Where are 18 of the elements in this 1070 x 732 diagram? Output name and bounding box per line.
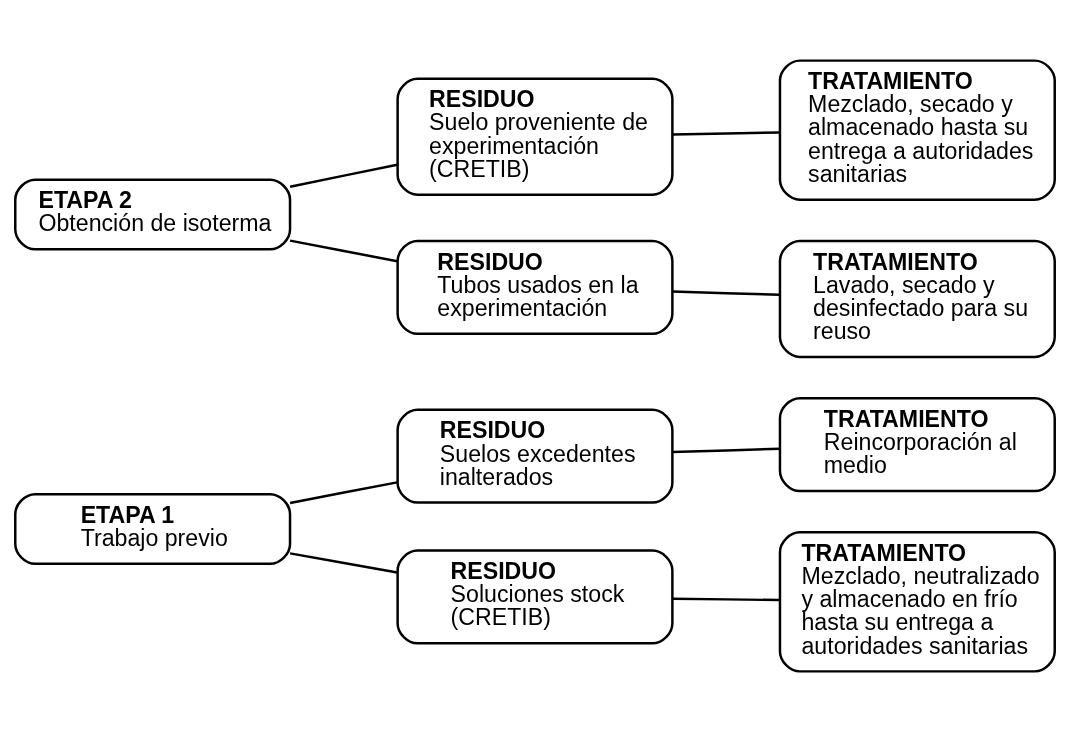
connector — [289, 552, 398, 574]
connector — [289, 163, 398, 188]
node-box: TRATAMIENTO Mezclado, secado y almacenado hasta su entrega a autoridades sanitarias — [778, 59, 1056, 201]
node-box: RESIDUO Suelos excedentes inalterados — [396, 408, 674, 504]
node-box: TRATAMIENTO Lavado, secado y desinfectado para su reuso — [778, 239, 1056, 359]
node-box: TRATAMIENTO Mezclado, neutralizado y almacenado en frío hasta su entrega a autoridades sanitarias — [778, 531, 1056, 673]
node-box: RESIDUO Tubos usados en la experimentación — [396, 239, 674, 335]
node-box: RESIDUO Soluciones stock (CRETIB) — [396, 549, 674, 645]
node-box: RESIDUO Suelo proveniente de experimentación (CRETIB) — [396, 77, 674, 196]
node-box: TRATAMIENTO Reincorporación al medio — [778, 397, 1056, 493]
connector — [672, 447, 780, 454]
connector — [672, 290, 780, 297]
node-box: ETAPA 1 Trabajo previo — [14, 493, 292, 566]
connector — [672, 131, 780, 136]
connector — [672, 597, 780, 602]
connector — [289, 481, 398, 505]
connector — [289, 239, 398, 263]
node-box: ETAPA 2 Obtención de isoterma — [14, 178, 292, 251]
